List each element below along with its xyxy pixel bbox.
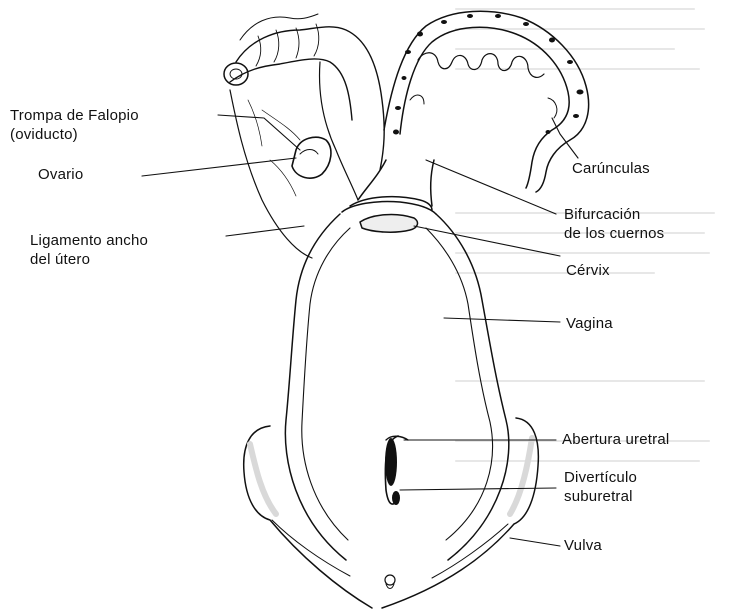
label-ligamento-line2: del útero — [30, 250, 148, 269]
label-vagina: Vagina — [566, 315, 613, 333]
label-vulva: Vulva — [564, 537, 602, 555]
uterine-body — [350, 160, 434, 210]
vagina — [285, 214, 508, 560]
diverticulum — [385, 438, 397, 486]
label-ligamento-line1: Ligamento ancho — [30, 231, 148, 250]
label-ovario: Ovario — [38, 166, 83, 184]
label-ligamento: Ligamento ancho del útero — [30, 231, 148, 269]
label-bifurcacion: Bifurcación de los cuernos — [564, 205, 664, 243]
ovary — [292, 137, 331, 178]
label-cervix: Cérvix — [566, 262, 610, 280]
label-trompa: Trompa de Falopio (oviducto) — [10, 106, 139, 144]
label-diverticulo-line2: suburetral — [564, 487, 637, 506]
pointer-lines — [142, 115, 578, 546]
label-trompa-line2: (oviducto) — [10, 125, 139, 144]
right-horn — [384, 11, 589, 192]
label-diverticulo: Divertículo suburetral — [564, 468, 637, 506]
label-bifurcacion-line2: de los cuernos — [564, 224, 664, 243]
vulva-shading-right — [510, 438, 532, 514]
label-bifurcacion-line1: Bifurcación — [564, 205, 664, 224]
label-trompa-line1: Trompa de Falopio — [10, 106, 139, 125]
clitoral-fossa — [385, 575, 395, 585]
label-abertura: Abertura uretral — [562, 431, 669, 449]
label-caranculas: Carúnculas — [572, 160, 650, 178]
left-oviduct — [230, 14, 384, 170]
label-diverticulo-line1: Divertículo — [564, 468, 637, 487]
vulva-shading-left — [250, 444, 276, 514]
